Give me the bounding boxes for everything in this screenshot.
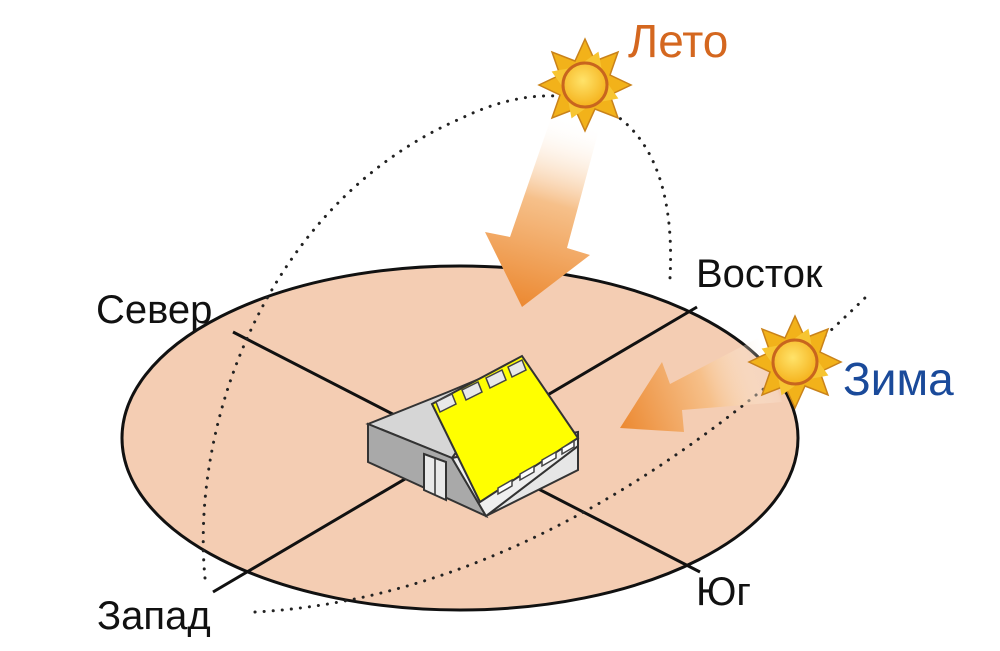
- label-west: Запад: [97, 594, 211, 638]
- winter-sun-icon: [747, 314, 843, 410]
- winter-sunlight-arrow: [620, 338, 782, 432]
- summer-sun-path: [201, 94, 673, 580]
- label-south: Юг: [696, 570, 751, 614]
- summer-sunlight-arrow: [485, 118, 601, 307]
- label-east: Восток: [696, 252, 823, 296]
- label-north: Север: [96, 288, 213, 332]
- label-winter: Зима: [843, 353, 954, 405]
- label-summer: Лето: [628, 15, 729, 67]
- greenhouse-icon: [365, 354, 580, 519]
- summer-sun-icon: [537, 37, 633, 133]
